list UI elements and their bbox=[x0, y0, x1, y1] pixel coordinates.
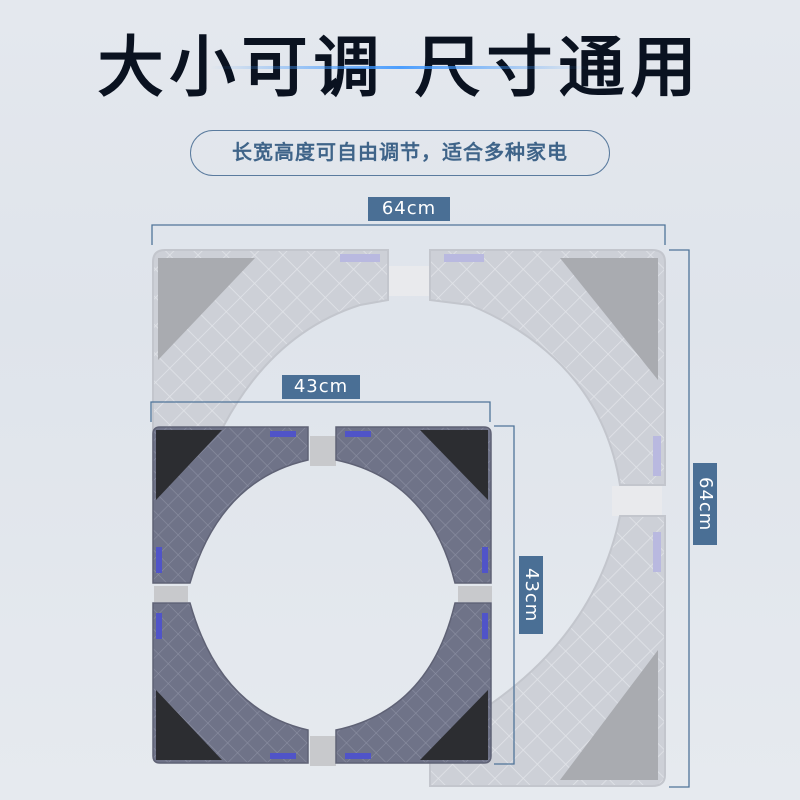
width-label-large: 64cm bbox=[368, 197, 450, 221]
small-foot-pad-tr bbox=[420, 430, 488, 500]
slider-icon bbox=[270, 753, 296, 759]
slider-icon bbox=[444, 254, 484, 262]
small-corner-top-left bbox=[152, 426, 309, 584]
large-connector-right bbox=[612, 486, 662, 516]
small-foot-pad-bl bbox=[156, 690, 222, 760]
headline: 大小可调 尺寸通用 bbox=[0, 28, 800, 108]
slider-icon bbox=[270, 431, 296, 437]
small-corner-top-right bbox=[335, 426, 492, 584]
small-foot-pad-tl bbox=[156, 430, 222, 500]
small-corner-bottom-left bbox=[152, 602, 309, 764]
small-frame bbox=[152, 426, 492, 766]
dim-line-small-height bbox=[494, 425, 515, 765]
subtitle-text: 长宽高度可自由调节，适合多种家电 bbox=[232, 140, 568, 164]
dim-line-large-height bbox=[669, 249, 690, 788]
slider-icon bbox=[653, 436, 661, 476]
dim-line-small-width bbox=[150, 401, 491, 422]
headline-glow bbox=[210, 66, 590, 69]
slider-icon bbox=[340, 254, 380, 262]
width-label-small: 43cm bbox=[282, 375, 360, 399]
large-foot-pad-br bbox=[560, 650, 658, 780]
slider-icon bbox=[345, 753, 371, 759]
small-corner-bottom-right bbox=[335, 602, 492, 764]
slider-icon bbox=[156, 613, 162, 639]
height-label-large: 64cm bbox=[693, 463, 717, 545]
slider-icon bbox=[482, 613, 488, 639]
dimension-lines bbox=[150, 224, 690, 788]
slider-icon bbox=[482, 547, 488, 573]
small-foot-pad-br bbox=[420, 690, 488, 760]
slider-icon bbox=[345, 431, 371, 437]
slider-icon bbox=[653, 532, 661, 572]
large-frame bbox=[152, 249, 666, 787]
slider-icon bbox=[156, 547, 162, 573]
large-connector-top bbox=[388, 266, 430, 296]
subtitle-pill: 长宽高度可自由调节，适合多种家电 bbox=[190, 130, 610, 176]
large-foot-pad-tr bbox=[560, 258, 658, 380]
height-label-small: 43cm bbox=[519, 556, 543, 634]
large-foot-pad-tl bbox=[158, 258, 255, 360]
dim-line-large-width bbox=[151, 224, 666, 245]
